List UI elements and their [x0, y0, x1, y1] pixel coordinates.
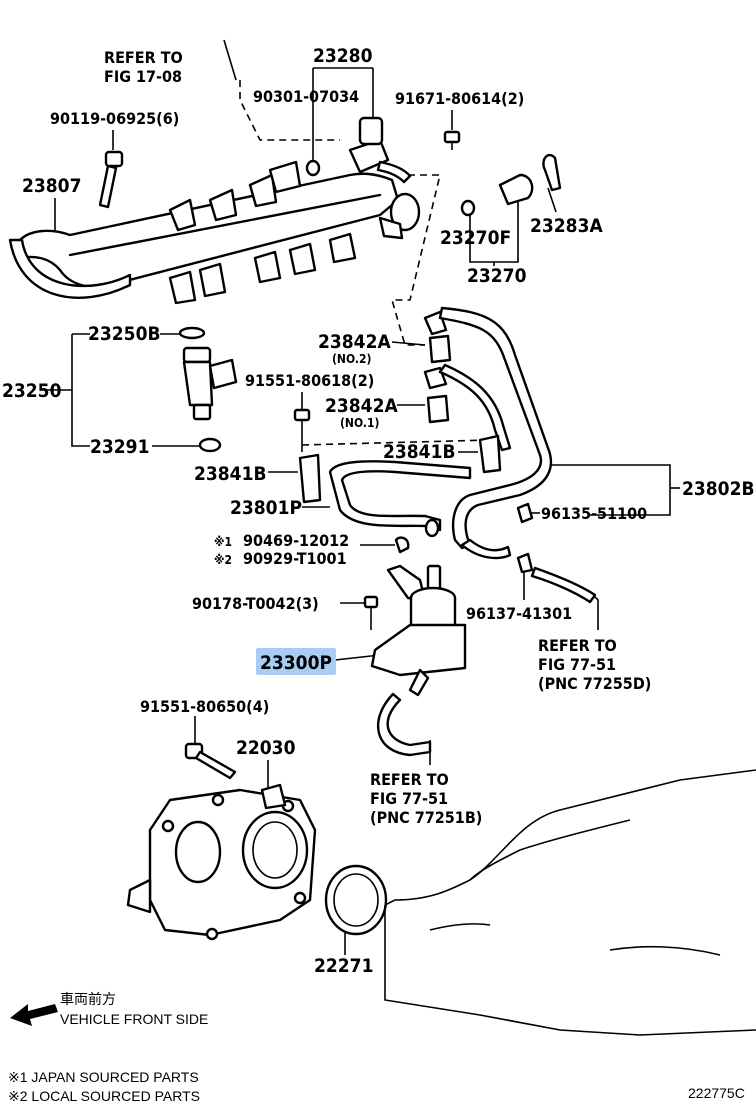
leader-lines: [40, 39, 680, 955]
footer-note-2: ※2 LOCAL SOURCED PARTS: [8, 1088, 200, 1104]
throttle-gasket: [324, 864, 388, 936]
label-23283a[interactable]: 23283A: [530, 215, 603, 237]
bolt-91551-80650: [184, 742, 237, 780]
pressure-regulator: [305, 116, 412, 184]
vacuum-hose-b: [377, 692, 432, 757]
label-23807[interactable]: 23807: [22, 175, 81, 197]
left-return-tube: [8, 238, 132, 299]
vehicle-front-arrow: [10, 1004, 58, 1026]
fuel-hose-assembly: [438, 306, 553, 560]
label-23801p[interactable]: 23801P: [230, 497, 302, 519]
label-23842a-top[interactable]: 23842A: [318, 331, 391, 353]
label-23250b[interactable]: 23250B: [88, 323, 161, 345]
label-91551-80650[interactable]: 91551-80650(4): [140, 697, 269, 716]
mark-local-1: ※2: [214, 553, 232, 567]
vacuum-switching-valve: [370, 564, 467, 697]
refer-a-line2: FIG 77-51: [538, 655, 616, 674]
label-no1: (NO.1): [340, 416, 379, 430]
fuel-injector: [178, 326, 238, 453]
refer-top-line1: REFER TO: [104, 48, 183, 67]
fuel-delivery-pipe: [18, 160, 421, 305]
bolt-90178: [363, 595, 379, 630]
label-90929[interactable]: 90929-T1001: [243, 549, 347, 568]
label-90469[interactable]: 90469-12012: [243, 531, 349, 550]
highlight-box: [256, 648, 336, 675]
clip-90469: [394, 536, 410, 554]
label-23841b-left[interactable]: 23841B: [194, 463, 267, 485]
label-23842a-mid[interactable]: 23842A: [325, 395, 398, 417]
label-23270f[interactable]: 23270F: [440, 227, 511, 249]
clip-96135: [516, 502, 534, 524]
bolt-90119: [98, 150, 124, 209]
pulsation-damper: [460, 153, 562, 217]
diagram-code: 222775C: [688, 1085, 745, 1101]
label-96137[interactable]: 96137-41301: [466, 604, 572, 623]
label-23300p[interactable]: 23300P: [260, 652, 332, 674]
label-90301[interactable]: 90301-07034: [253, 87, 359, 106]
label-22271[interactable]: 22271: [314, 955, 373, 977]
label-23250[interactable]: 23250: [2, 380, 62, 402]
refer-a-line3: (PNC 77255D): [538, 674, 651, 693]
clip-96137: [516, 552, 534, 574]
part-labels: REFER TO FIG 17-08 23280 90301-07034 916…: [2, 45, 755, 1104]
front-jp: 車両前方: [60, 991, 116, 1007]
bolt-91551-80618: [293, 408, 311, 445]
refer-a-line1: REFER TO: [538, 636, 617, 655]
label-23802b[interactable]: 23802B: [682, 478, 755, 500]
vacuum-hose-a: [530, 566, 597, 604]
front-en: VEHICLE FRONT SIDE: [60, 1011, 208, 1027]
mark-japan-1: ※1: [214, 535, 232, 549]
label-23291[interactable]: 23291: [90, 436, 149, 458]
label-23270[interactable]: 23270: [467, 265, 527, 287]
bolt-91671: [443, 130, 461, 150]
throttle-body: [126, 783, 317, 941]
label-91551-80618[interactable]: 91551-80618(2): [245, 371, 374, 390]
vapor-hose: [328, 460, 472, 538]
label-90178[interactable]: 90178-T0042(3): [192, 594, 319, 613]
label-no2: (NO.2): [332, 352, 371, 366]
hose-clamps: [298, 434, 502, 504]
refer-b-line1: REFER TO: [370, 770, 449, 789]
label-22030[interactable]: 22030: [236, 737, 296, 759]
label-23280[interactable]: 23280: [313, 45, 373, 67]
label-23841b-right[interactable]: 23841B: [383, 441, 456, 463]
refer-top-line2: FIG 17-08: [104, 67, 182, 86]
label-91671[interactable]: 91671-80614(2): [395, 89, 524, 108]
refer-b-line3: (PNC 77251B): [370, 808, 482, 827]
refer-b-line2: FIG 77-51: [370, 789, 448, 808]
label-90119[interactable]: 90119-06925(6): [50, 109, 179, 128]
label-96135[interactable]: 96135-51100: [541, 504, 647, 523]
intake-manifold: [384, 769, 756, 1036]
footer-note-1: ※1 JAPAN SOURCED PARTS: [8, 1069, 199, 1085]
